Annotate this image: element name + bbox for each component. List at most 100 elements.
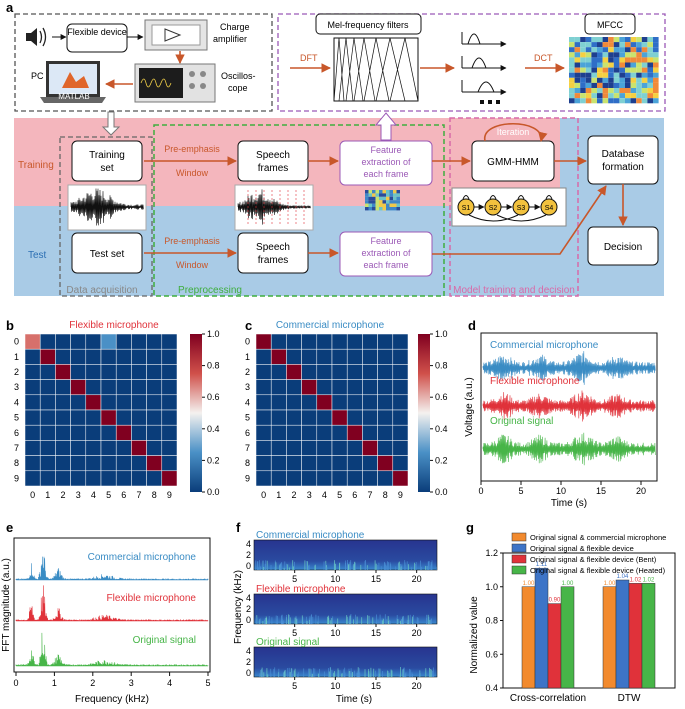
mfcc-cell <box>569 62 575 68</box>
mfcc-cell <box>597 57 603 63</box>
mfcc-cell <box>619 67 625 73</box>
feature-cell <box>365 196 369 201</box>
spectrogram-energy <box>259 618 261 624</box>
mfcc-cell <box>636 88 642 94</box>
heatmap-cell <box>146 364 163 380</box>
heatmap-cell <box>131 409 147 426</box>
spectrogram-energy <box>375 670 376 677</box>
heatmap-cell <box>392 424 409 441</box>
mfcc-cell <box>580 52 586 58</box>
mfcc-cell <box>591 72 597 78</box>
heatmap-cell <box>70 379 87 396</box>
heatmap-cell <box>377 455 394 472</box>
spectrogram-energy <box>337 668 339 677</box>
feature-cell <box>382 203 386 207</box>
mfcc-cell <box>597 72 603 78</box>
mfcc-cell <box>613 72 620 78</box>
mfcc-cell <box>569 77 575 83</box>
charge-amplifier-icon <box>144 19 208 51</box>
mfcc-cell <box>591 67 597 73</box>
colorbar-tick-label: 1.0 <box>207 329 220 339</box>
f-xtick-label: 15 <box>371 628 381 638</box>
heatmap-cell <box>286 455 302 472</box>
mfcc-cell <box>574 88 581 94</box>
mfcc-cell <box>625 93 631 99</box>
feature-cell <box>382 190 386 194</box>
spectrogram-energy <box>337 618 339 624</box>
mfcc-cell <box>625 88 631 94</box>
spectrogram-energy <box>341 673 343 677</box>
g-legend-swatch <box>511 543 527 553</box>
feature-cell <box>386 193 390 197</box>
heatmap-col-tick: 9 <box>398 490 403 500</box>
heatmap-cell <box>55 394 71 411</box>
mfcc-cell <box>619 93 625 99</box>
spectrogram-energy <box>428 616 430 624</box>
spectrogram-energy <box>384 614 386 624</box>
mfcc-cell <box>585 52 592 58</box>
spectrogram-energy <box>324 671 325 677</box>
mfcc-cell <box>625 42 631 48</box>
mfcc-cell <box>585 82 592 88</box>
colorbar-b-ticks: 1.00.80.60.40.20.0 <box>202 329 220 497</box>
spectrogram-energy <box>308 564 310 570</box>
heatmap-cell <box>286 440 302 456</box>
decision-box <box>587 226 659 266</box>
heatmap-cell <box>346 364 363 380</box>
heatmap-cell <box>131 379 147 396</box>
spectrogram-energy <box>339 670 341 677</box>
data-acquisition-label: Data acquisition <box>66 285 137 296</box>
spectrogram-energy <box>404 560 406 570</box>
heatmap-cell <box>70 470 87 487</box>
spectrogram-energy <box>404 673 406 677</box>
feature-cell <box>368 193 372 197</box>
spectrogram-energy <box>274 560 276 570</box>
d-xtick-label: 15 <box>596 486 606 496</box>
spectrogram-energy <box>260 566 261 570</box>
mfcc-cell <box>625 67 631 73</box>
decision-label: Decision <box>604 242 642 253</box>
spectrogram-energy <box>294 668 296 677</box>
spectrogram-energy <box>401 564 403 570</box>
heatmap-cell <box>85 470 102 487</box>
mfcc-cell <box>613 62 620 68</box>
heatmap-row-tick: 6 <box>14 428 19 438</box>
feature-cell <box>393 203 397 207</box>
spectrogram-energy <box>343 674 345 677</box>
spectrogram-energy <box>360 564 362 570</box>
mfcc-cell <box>585 72 592 78</box>
spectrogram-energy <box>309 619 310 624</box>
spectrogram-energy <box>259 560 260 570</box>
heatmap-cell <box>346 333 363 350</box>
spectrogram-energy <box>292 560 294 570</box>
mfcc-cell <box>613 42 620 48</box>
colorbar-tick-label: 0.6 <box>207 392 220 402</box>
spectrogram-energy <box>400 667 401 677</box>
heatmap-cell <box>331 440 348 456</box>
spectrogram-energy <box>419 670 421 677</box>
mfcc-cell <box>608 37 614 43</box>
mfcc-cell <box>619 62 625 68</box>
waveform-series <box>482 432 656 466</box>
mfcc-cell <box>580 98 586 104</box>
flexible-device-label: Flexible device <box>67 27 127 37</box>
g-bar <box>521 586 536 689</box>
mfcc-cell <box>613 37 620 43</box>
feature-test-2: extraction of <box>361 248 411 258</box>
spectrogram-energy <box>357 671 359 677</box>
feature-cell <box>389 200 393 204</box>
feature-cell <box>368 200 372 204</box>
mfcc-cell <box>653 67 659 73</box>
spectrogram-energy <box>387 561 388 570</box>
mfcc-cell <box>574 52 581 58</box>
spectrogram-energy <box>402 669 404 677</box>
heatmap-col-tick: 2 <box>60 490 65 500</box>
heatmap-cell <box>331 348 348 365</box>
mfcc-cell <box>585 88 592 94</box>
spectrogram-energy <box>425 668 427 677</box>
spectrogram-energy <box>400 620 402 624</box>
f-xtick-label: 15 <box>371 681 381 691</box>
spectrogram-energy <box>314 565 316 570</box>
heatmap-cell <box>270 379 287 396</box>
heatmap-cell <box>270 394 287 411</box>
